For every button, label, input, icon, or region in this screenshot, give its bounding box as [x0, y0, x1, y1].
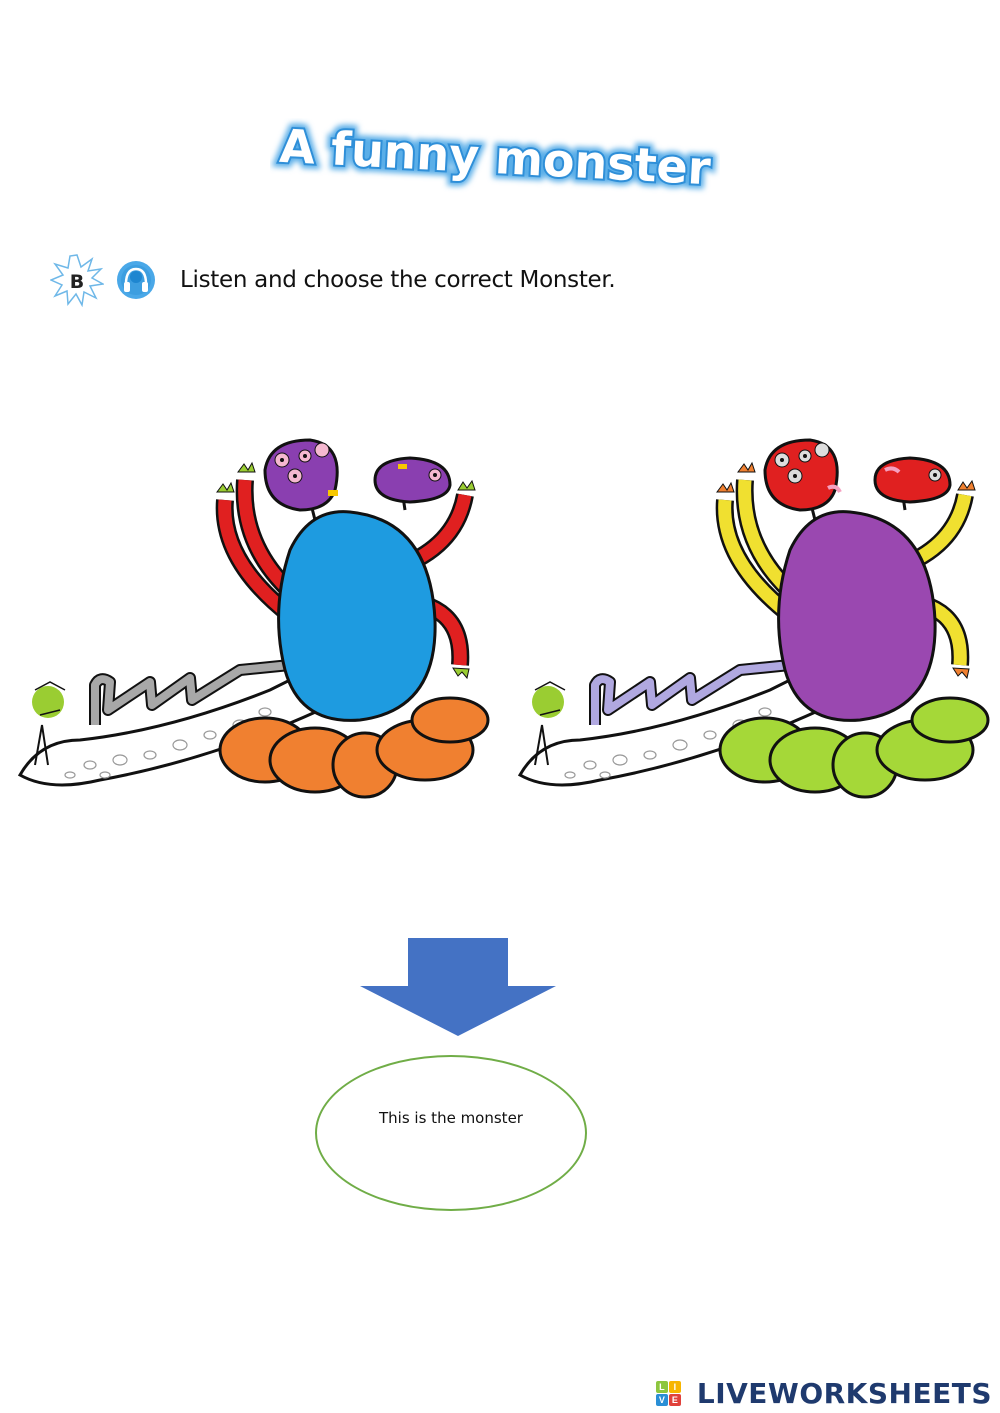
logo-blocks-icon: L I V E: [655, 1381, 694, 1406]
instruction-text: Listen and choose the correct Monster.: [180, 267, 616, 293]
exercise-badge: B: [49, 253, 106, 308]
liveworksheets-logo: L I V E LIVEWORKSHEETS: [655, 1377, 992, 1410]
answer-drop-zone[interactable]: This is the monster: [315, 1055, 587, 1211]
monster-option-2[interactable]: [510, 420, 1000, 800]
logo-block: [682, 1394, 694, 1406]
badge-letter: B: [70, 271, 84, 293]
down-arrow-icon: [358, 938, 558, 1038]
logo-block: L: [655, 1381, 668, 1393]
logo-block: E: [668, 1394, 681, 1406]
logo-text: LIVEWORKSHEETS: [696, 1377, 992, 1410]
worksheet-title: A funny monster A funny monster: [270, 114, 720, 201]
logo-block: V: [655, 1394, 668, 1406]
monster-option-1[interactable]: [10, 420, 500, 800]
title-text: A funny monster: [278, 119, 712, 196]
logo-block: I: [668, 1381, 681, 1393]
headphones-icon[interactable]: [116, 260, 156, 300]
answer-label: This is the monster: [379, 1109, 523, 1127]
logo-block: [682, 1381, 694, 1393]
instruction-row: B Listen and choose the correct Monster.: [49, 252, 616, 308]
